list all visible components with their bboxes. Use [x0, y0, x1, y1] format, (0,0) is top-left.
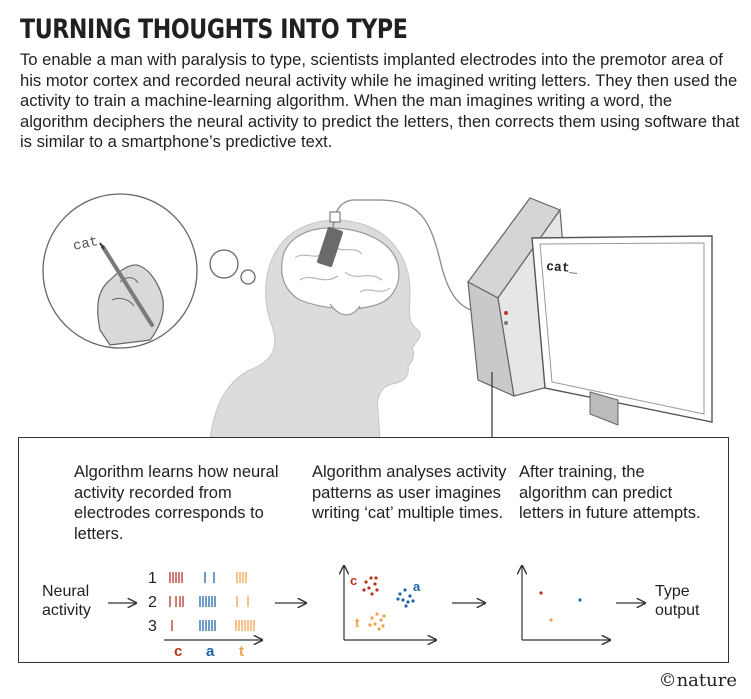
step-2-text: Algorithm analyses activity patterns as … [312, 463, 507, 522]
step-3-text: After training, the algorithm can predic… [519, 463, 701, 522]
cluster-point-c [374, 576, 378, 580]
letter-a-label: a [206, 643, 215, 660]
cluster-point-a [408, 594, 412, 598]
letter-t-label: t [239, 643, 244, 660]
letter-c-label: c [174, 643, 182, 660]
cluster-point-c [370, 592, 374, 596]
cluster-point-a [411, 599, 415, 603]
type-output-label: Type output [655, 583, 700, 619]
brain-icon [281, 227, 400, 316]
cluster-point-t [377, 627, 381, 631]
cluster-point-t [379, 618, 383, 622]
cluster-t-label: t [355, 615, 360, 630]
cluster-point-c [373, 582, 377, 586]
point-clusters [362, 576, 415, 631]
cluster-point-c [375, 588, 379, 592]
process-panel [18, 437, 729, 663]
prediction-point-a [578, 598, 582, 602]
cluster-point-a [396, 597, 400, 601]
intro-paragraph: To enable a man with paralysis to type, … [20, 50, 740, 151]
cluster-point-a [406, 600, 410, 604]
monitor [531, 235, 713, 426]
prediction-point-t [549, 618, 553, 622]
trial-number-1: 1 [148, 570, 157, 587]
step-1-text: Algorithm learns how neural activity rec… [74, 463, 279, 543]
nature-credit: ©nature [658, 670, 737, 691]
cluster-point-c [364, 580, 368, 584]
cluster-point-c [367, 586, 371, 590]
cluster-point-t [368, 623, 372, 627]
signal-cable [377, 199, 481, 313]
cluster-point-c [362, 588, 366, 592]
writing-hand-icon [97, 242, 164, 346]
cluster-point-t [373, 622, 377, 626]
illustration: cat cat_ [42, 193, 713, 440]
page-title: TURNING THOUGHTS INTO TYPE [20, 14, 408, 45]
screen-text: cat_ [546, 259, 578, 276]
handwritten-word: cat [72, 234, 100, 255]
trial-number-3: 3 [148, 618, 157, 635]
neural-activity-label: Neural activity [42, 583, 91, 619]
cluster-point-t [381, 624, 385, 628]
cluster-scatter-plot: c a t [344, 566, 436, 640]
spike-raster [169, 572, 255, 631]
cluster-a-label: a [413, 579, 421, 594]
cluster-point-a [398, 592, 402, 596]
cluster-point-c [369, 576, 373, 580]
electrode-array-icon [317, 199, 378, 268]
cluster-point-a [401, 598, 405, 602]
cluster-point-t [370, 616, 374, 620]
trial-number-2: 2 [148, 594, 157, 611]
cluster-c-label: c [350, 573, 357, 588]
prediction-point-c [539, 591, 543, 595]
prediction-plot [522, 566, 610, 640]
cluster-point-a [403, 588, 407, 592]
cluster-point-t [375, 612, 379, 616]
cluster-point-t [382, 614, 386, 618]
cluster-point-a [404, 604, 408, 608]
